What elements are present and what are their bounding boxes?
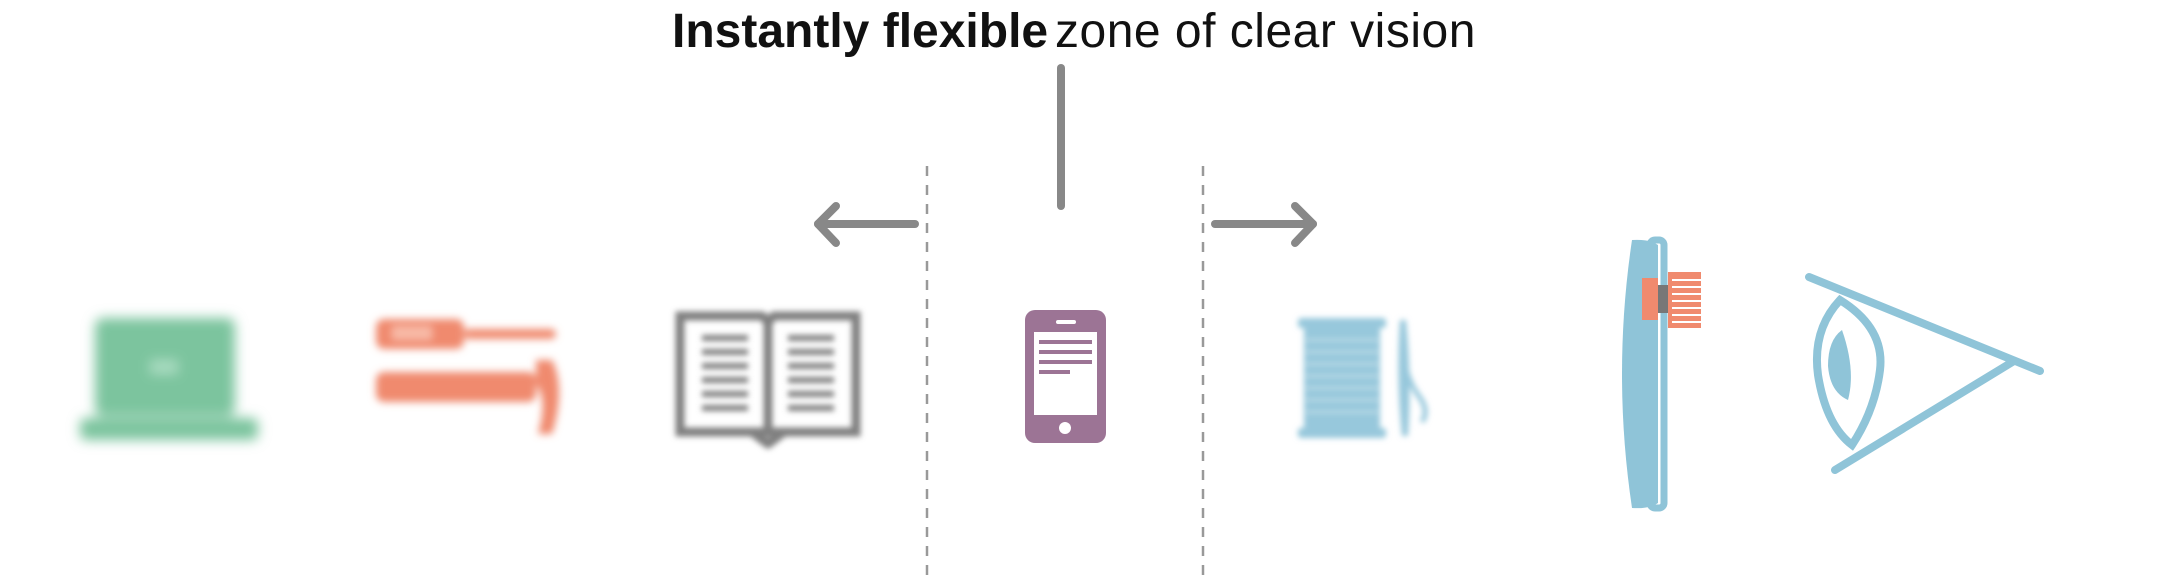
headline-regular: zone of clear vision xyxy=(1055,5,1476,58)
smartphone-icon xyxy=(1025,310,1106,443)
left-arrow-icon xyxy=(814,202,919,247)
lens-icon xyxy=(1622,236,1701,512)
right-arrow-icon xyxy=(1211,202,1317,247)
headline-bold: Instantly flexible xyxy=(672,5,1049,58)
laptop-icon xyxy=(80,318,258,440)
tools-icon xyxy=(376,319,559,434)
book-icon xyxy=(675,311,861,449)
eye-icon xyxy=(1805,273,2044,474)
thread-needle-icon xyxy=(1298,318,1428,438)
